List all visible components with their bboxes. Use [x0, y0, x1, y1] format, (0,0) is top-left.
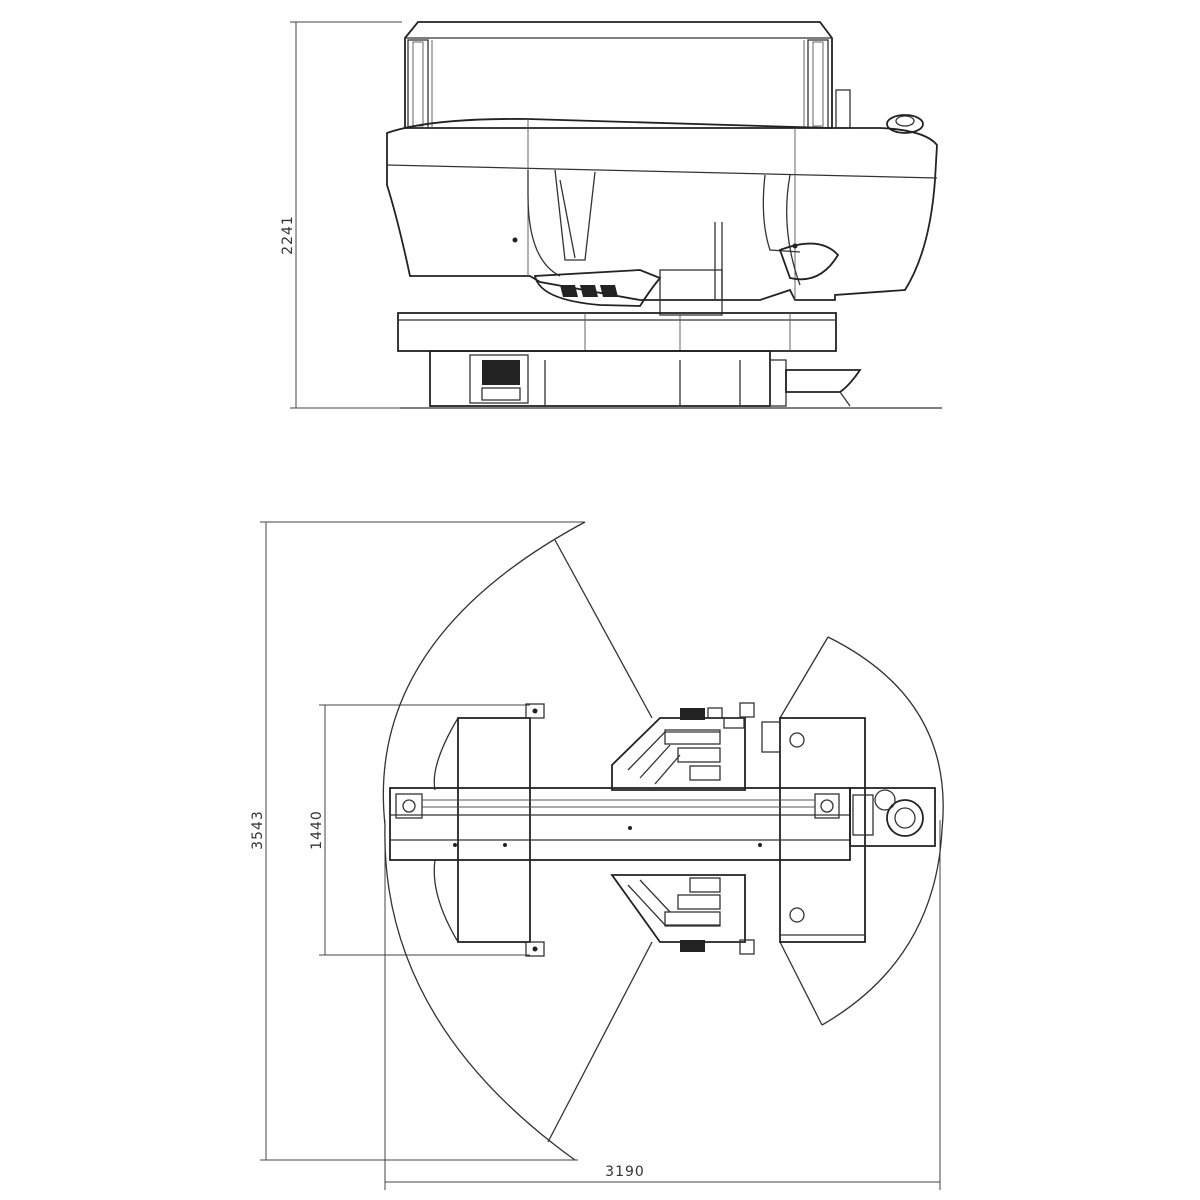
saw-head — [386, 114, 938, 301]
head-swing-arc-right — [779, 636, 944, 1026]
head-swing-arc-left — [382, 521, 653, 1161]
right-table — [761, 717, 866, 943]
work-table — [397, 312, 837, 352]
upper-vice-jaw — [611, 702, 755, 791]
overall-depth-dimension-line — [260, 521, 585, 1161]
table-depth-dimension-line — [319, 704, 530, 956]
base-stand — [429, 350, 862, 407]
top-plan-view: 3543 1440 3190 — [250, 521, 944, 1190]
vice-jaw — [533, 269, 723, 316]
left-table — [433, 703, 545, 957]
lower-vice-jaw — [610, 874, 755, 955]
height-dimension-label: 2241 — [280, 215, 296, 255]
side-elevation-view: 2241 — [280, 21, 942, 409]
saw-bed — [389, 787, 851, 861]
blade-guides — [554, 169, 840, 300]
overall-depth-label: 3543 — [250, 810, 266, 850]
height-dimension-line — [290, 21, 402, 409]
overall-width-dimension-line — [384, 820, 941, 1190]
table-depth-label: 1440 — [309, 810, 325, 850]
upper-frame — [404, 21, 851, 129]
overall-width-label: 3190 — [605, 1164, 645, 1180]
drive-motor — [849, 787, 936, 847]
